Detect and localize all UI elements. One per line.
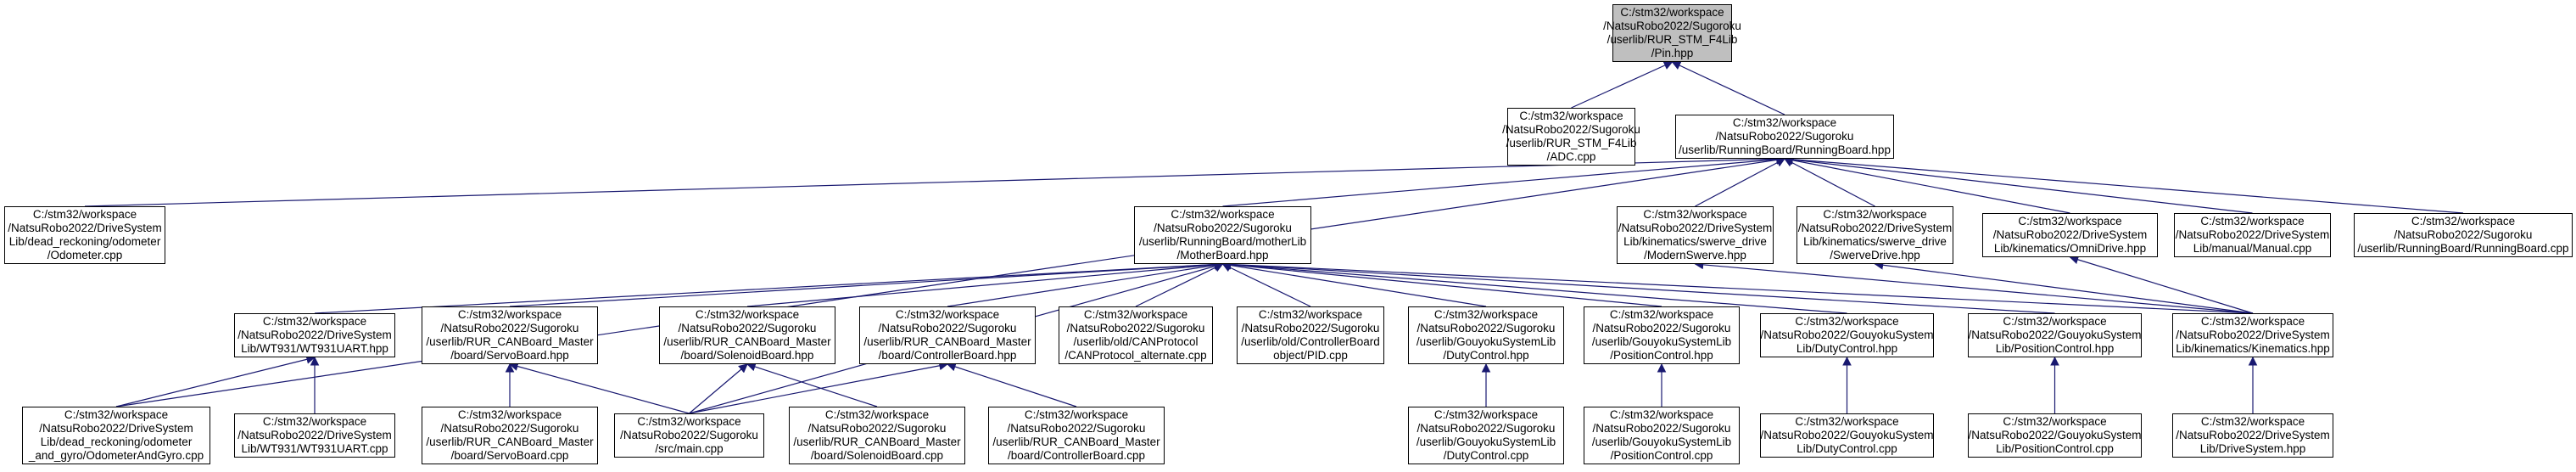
node-motherboard-hpp[interactable]: C:/stm32/workspace /NatsuRobo2022/Sugoro… <box>1134 206 1311 264</box>
node-runningboard-hpp[interactable]: C:/stm32/workspace /NatsuRobo2022/Sugoro… <box>1675 115 1894 159</box>
node-swervedrive-hpp[interactable]: C:/stm32/workspace /NatsuRobo2022/DriveS… <box>1796 206 1953 264</box>
node-label: C:/stm32/workspace /NatsuRobo2022/DriveS… <box>237 415 392 455</box>
edge-odo-to-rbh <box>84 154 1786 207</box>
node-label: C:/stm32/workspace /NatsuRobo2022/DriveS… <box>2175 215 2330 255</box>
node-label: C:/stm32/workspace /NatsuRobo2022/DriveS… <box>8 208 162 261</box>
node-drivesystem-hpp[interactable]: C:/stm32/workspace /NatsuRobo2022/DriveS… <box>2172 413 2333 458</box>
edge-main-to-cbh <box>689 361 949 414</box>
node-label: C:/stm32/workspace /NatsuRobo2022/Sugoro… <box>1138 208 1307 261</box>
edge-kin-to-mbh <box>1221 260 2254 314</box>
node-label: C:/stm32/workspace /NatsuRobo2022/Sugoro… <box>620 415 758 455</box>
edge-sbh-to-mbh <box>509 260 1224 307</box>
node-omnidrive-hpp[interactable]: C:/stm32/workspace /NatsuRobo2022/DriveS… <box>1982 213 2158 257</box>
node-gouyoku-positioncontrol-hpp[interactable]: C:/stm32/workspace /NatsuRobo2022/Gouyok… <box>1968 313 2142 357</box>
edge-pch-to-mbh <box>1221 260 1662 307</box>
edge-main-to-sbh <box>508 362 690 414</box>
edge-kin-to-msw <box>1694 260 2254 314</box>
node-dutycontrol-cpp[interactable]: C:/stm32/workspace /NatsuRobo2022/Sugoro… <box>1408 407 1564 464</box>
node-modernswerve-hpp[interactable]: C:/stm32/workspace /NatsuRobo2022/DriveS… <box>1617 206 1774 264</box>
node-label: C:/stm32/workspace /NatsuRobo2022/Sugoro… <box>426 308 594 362</box>
edge-adc-to-pin <box>1571 61 1674 109</box>
node-label: C:/stm32/workspace /NatsuRobo2022/DriveS… <box>2176 315 2330 355</box>
edge-solh-to-mbh <box>746 260 1224 307</box>
node-canprotocol-cpp[interactable]: C:/stm32/workspace /NatsuRobo2022/Sugoro… <box>1059 306 1213 364</box>
node-gouyoku-positioncontrol-cpp[interactable]: C:/stm32/workspace /NatsuRobo2022/Gouyok… <box>1968 413 2142 458</box>
node-positioncontrol-cpp[interactable]: C:/stm32/workspace /NatsuRobo2022/Sugoro… <box>1584 407 1740 464</box>
node-label: C:/stm32/workspace /NatsuRobo2022/Sugoro… <box>1603 6 1741 59</box>
node-solenoidboard-hpp[interactable]: C:/stm32/workspace /NatsuRobo2022/Sugoro… <box>659 306 835 364</box>
node-runningboard-cpp[interactable]: C:/stm32/workspace /NatsuRobo2022/Sugoro… <box>2354 213 2573 257</box>
edge-man-to-rbh <box>1783 155 2253 214</box>
node-servoboard-cpp[interactable]: C:/stm32/workspace /NatsuRobo2022/Sugoro… <box>422 407 598 464</box>
node-manual-cpp[interactable]: C:/stm32/workspace /NatsuRobo2022/DriveS… <box>2174 213 2331 257</box>
edge-kin-to-omni <box>2069 255 2254 314</box>
edge-dch-to-mbh <box>1221 261 1487 307</box>
edge-gdch-to-mbh <box>1221 260 1847 314</box>
node-label: C:/stm32/workspace /NatsuRobo2022/Sugoro… <box>426 408 594 462</box>
node-controllerboard-cpp[interactable]: C:/stm32/workspace /NatsuRobo2022/Sugoro… <box>988 407 1165 464</box>
edge-cbh-to-mbh <box>947 261 1224 307</box>
node-solenoidboard-cpp[interactable]: C:/stm32/workspace /NatsuRobo2022/Sugoro… <box>789 407 965 464</box>
node-label: C:/stm32/workspace /NatsuRobo2022/Sugoro… <box>1416 308 1556 362</box>
node-label: C:/stm32/workspace /NatsuRobo2022/Sugoro… <box>1416 408 1556 462</box>
edge-ssw-to-rbh <box>1784 158 1875 207</box>
node-dutycontrol-hpp[interactable]: C:/stm32/workspace /NatsuRobo2022/Sugoro… <box>1408 306 1564 364</box>
node-label: C:/stm32/workspace /NatsuRobo2022/DriveS… <box>1797 208 1953 261</box>
edge-omni-to-rbh <box>1783 155 2070 214</box>
edge-ogy-to-wth <box>115 355 316 407</box>
node-label: C:/stm32/workspace /NatsuRobo2022/Sugoro… <box>1241 308 1380 362</box>
node-label: C:/stm32/workspace /NatsuRobo2022/Sugoro… <box>1591 308 1732 362</box>
node-label: C:/stm32/workspace /NatsuRobo2022/Sugoro… <box>1679 116 1891 156</box>
node-label: C:/stm32/workspace /NatsuRobo2022/DriveS… <box>2176 415 2330 455</box>
edge-ogy-to-rbh <box>115 155 1786 407</box>
node-wt931uart-hpp[interactable]: C:/stm32/workspace /NatsuRobo2022/DriveS… <box>234 313 395 357</box>
edge-gpch-to-mbh <box>1221 260 2055 314</box>
node-label: C:/stm32/workspace /NatsuRobo2022/Sugoro… <box>663 308 831 362</box>
node-wt931uart-cpp[interactable]: C:/stm32/workspace /NatsuRobo2022/DriveS… <box>234 413 395 458</box>
node-adc-cpp[interactable]: C:/stm32/workspace /NatsuRobo2022/Sugoro… <box>1502 108 1640 166</box>
edge-solc-to-solh <box>746 362 878 407</box>
node-label: C:/stm32/workspace /NatsuRobo2022/Sugoro… <box>793 408 961 462</box>
node-servoboard-hpp[interactable]: C:/stm32/workspace /NatsuRobo2022/Sugoro… <box>422 306 598 364</box>
node-label: C:/stm32/workspace /NatsuRobo2022/DriveS… <box>1992 215 2148 255</box>
node-label: C:/stm32/workspace /NatsuRobo2022/Sugoro… <box>1064 308 1207 362</box>
node-controllerboard-hpp[interactable]: C:/stm32/workspace /NatsuRobo2022/Sugoro… <box>859 306 1036 364</box>
node-label: C:/stm32/workspace /NatsuRobo2022/Sugoro… <box>2357 215 2569 255</box>
edge-wth-to-mbh <box>314 260 1224 314</box>
node-label: C:/stm32/workspace /NatsuRobo2022/Gouyok… <box>1760 315 1934 355</box>
node-label: C:/stm32/workspace /NatsuRobo2022/Gouyok… <box>1760 415 1934 455</box>
node-label: C:/stm32/workspace /NatsuRobo2022/Sugoro… <box>992 408 1160 462</box>
node-label: C:/stm32/workspace /NatsuRobo2022/DriveS… <box>237 315 392 355</box>
node-label: C:/stm32/workspace /NatsuRobo2022/Sugoro… <box>863 308 1031 362</box>
node-positioncontrol-hpp[interactable]: C:/stm32/workspace /NatsuRobo2022/Sugoro… <box>1584 306 1740 364</box>
edge-canp-to-mbh <box>1135 263 1224 307</box>
edge-rbh-to-pin <box>1671 61 1785 115</box>
node-gouyoku-dutycontrol-hpp[interactable]: C:/stm32/workspace /NatsuRobo2022/Gouyok… <box>1760 313 1934 357</box>
edge-kin-to-ssw <box>1874 260 2254 314</box>
node-odometerandgyro-cpp[interactable]: C:/stm32/workspace /NatsuRobo2022/DriveS… <box>22 407 210 464</box>
node-pid-cpp[interactable]: C:/stm32/workspace /NatsuRobo2022/Sugoro… <box>1237 306 1384 364</box>
edge-cbc-to-cbh <box>946 362 1077 407</box>
node-odometer-cpp[interactable]: C:/stm32/workspace /NatsuRobo2022/DriveS… <box>4 206 165 264</box>
node-label: C:/stm32/workspace /NatsuRobo2022/Sugoro… <box>1591 408 1732 462</box>
node-kinematics-hpp[interactable]: C:/stm32/workspace /NatsuRobo2022/DriveS… <box>2172 313 2333 357</box>
edge-msw-to-rbh <box>1695 158 1785 207</box>
node-label: C:/stm32/workspace /NatsuRobo2022/Gouyok… <box>1968 415 2142 455</box>
node-gouyoku-dutycontrol-cpp[interactable]: C:/stm32/workspace /NatsuRobo2022/Gouyok… <box>1760 413 1934 458</box>
node-label: C:/stm32/workspace /NatsuRobo2022/DriveS… <box>1618 208 1773 261</box>
edge-mbh-to-rbh <box>1222 155 1786 207</box>
edge-pid-to-mbh <box>1221 263 1311 307</box>
node-label: C:/stm32/workspace /NatsuRobo2022/Sugoro… <box>1502 110 1640 163</box>
node-main-cpp[interactable]: C:/stm32/workspace /NatsuRobo2022/Sugoro… <box>614 413 764 458</box>
node-label: C:/stm32/workspace /NatsuRobo2022/Gouyok… <box>1968 315 2142 355</box>
node-pin-hpp: C:/stm32/workspace /NatsuRobo2022/Sugoro… <box>1603 4 1741 62</box>
node-label: C:/stm32/workspace /NatsuRobo2022/DriveS… <box>28 408 204 462</box>
edge-rbc-to-rbh <box>1783 155 2464 214</box>
edge-main-to-solh <box>689 363 748 414</box>
